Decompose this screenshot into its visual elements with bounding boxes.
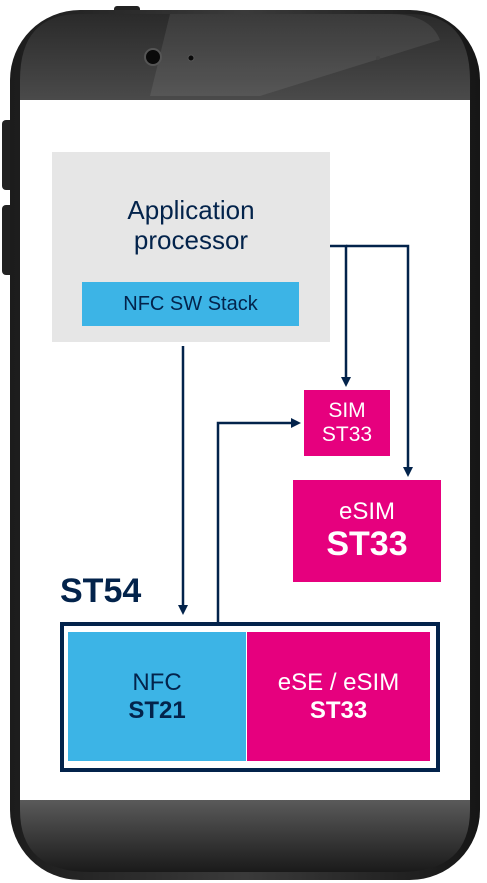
sim-block: SIM ST33: [304, 390, 390, 456]
application-processor-block: Application processor NFC SW Stack: [52, 152, 330, 342]
sim-line1: SIM: [328, 398, 366, 422]
phone-bottom-bezel: [20, 800, 470, 872]
sim-line2: ST33: [321, 423, 373, 446]
st54-label: ST54: [60, 572, 142, 610]
phone-top-bezel: [20, 14, 470, 100]
esim-line2: ST33: [326, 525, 408, 564]
sensor-icon: [187, 54, 195, 62]
ese-line1: eSE / eSIM: [277, 668, 400, 696]
application-processor-label: Application processor: [52, 195, 330, 256]
arrow-nfc-to-sim: [216, 418, 301, 625]
ap-label-line2: processor: [133, 224, 249, 255]
connector-lines: [178, 244, 413, 625]
ese-line2: ST33: [309, 696, 368, 724]
nfc-line1: NFC: [132, 668, 182, 696]
nfc-st21-block: NFC ST21: [68, 632, 246, 761]
ese-esim-st33-block: eSE / eSIM ST33: [247, 632, 430, 761]
arrow-ap-to-esim: [346, 244, 413, 477]
sensor-icon-right: [376, 56, 380, 60]
esim-block: eSIM ST33: [293, 480, 441, 582]
camera-icon: [144, 48, 162, 66]
nfc-sw-stack-block: NFC SW Stack: [82, 282, 299, 326]
esim-line1: eSIM: [338, 497, 395, 525]
bezel-reflection: [150, 14, 440, 96]
nfc-line2: ST21: [128, 696, 186, 724]
ap-label-line1: Application: [127, 195, 255, 225]
